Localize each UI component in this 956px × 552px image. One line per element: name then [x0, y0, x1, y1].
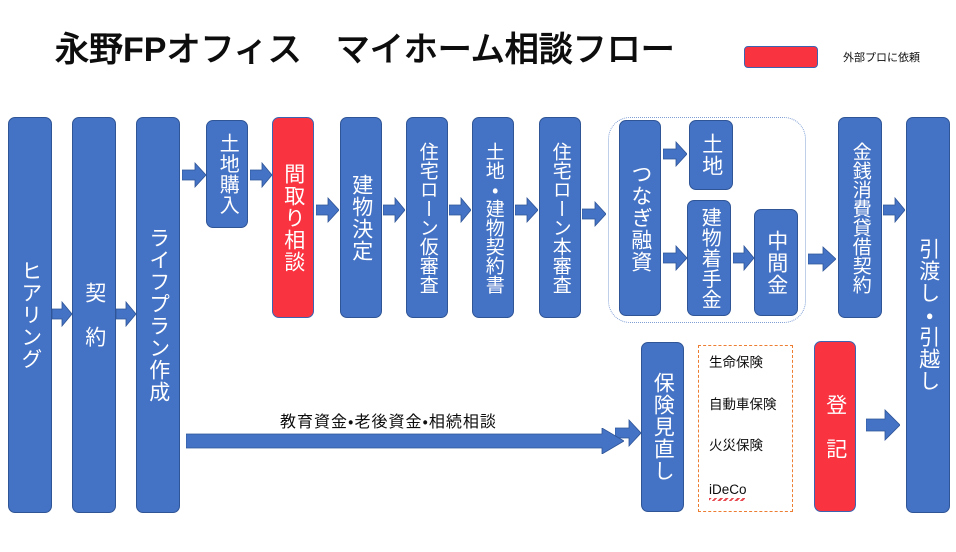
arrow-hearing-to-contract	[52, 300, 72, 328]
arrow-group-to-loan-agreement	[808, 245, 836, 273]
process-label-registration: 登 記	[823, 393, 847, 460]
arrow-loan-final-to-bridge-loan	[582, 200, 606, 228]
arrow-building-decision-to-loan-preapproval	[383, 196, 405, 224]
process-label-building-decision: 建物決定	[349, 173, 373, 262]
process-label-land-purchase: 土地購入	[216, 133, 239, 215]
consult-long-arrow	[185, 427, 625, 455]
process-box-bridge-loan[interactable]: つなぎ融資	[619, 120, 661, 316]
arrow-loan-preapproval-to-land-building-contract	[449, 196, 471, 224]
process-box-loan-final-approval[interactable]: 住宅ローン本審査	[539, 117, 581, 318]
arrow-registration-to-handover	[866, 408, 900, 442]
list-item: 生命保険	[709, 355, 763, 370]
list-item: 火災保険	[709, 438, 763, 453]
process-label-floorplan: 間取り相談	[281, 162, 305, 273]
process-label-loan-agreement: 金銭消費貸借契約	[849, 141, 871, 294]
process-label-land: 土地	[699, 133, 723, 177]
process-box-building-deposit[interactable]: 建物着手金	[687, 200, 731, 316]
arrow-bridge-loan-to-building-deposit	[663, 245, 687, 271]
process-box-insurance-review[interactable]: 保険見直し	[641, 342, 684, 512]
bridge-loan-group-outline	[608, 117, 806, 323]
arrow-building-deposit-to-interim	[733, 245, 754, 271]
process-box-loan-agreement[interactable]: 金銭消費貸借契約	[838, 117, 882, 318]
arrow-land-building-contract-to-loan-final	[515, 196, 538, 224]
process-label-contract: 契 約	[82, 282, 106, 348]
process-label-loan-preapproval: 住宅ローン仮審査	[416, 141, 438, 294]
list-item: 自動車保険	[709, 396, 777, 412]
process-box-land-building-contract[interactable]: 土地・建物契約書	[472, 117, 514, 318]
process-label-building-deposit: 建物着手金	[698, 206, 721, 310]
process-label-handover: 引渡し・引越し	[916, 238, 940, 392]
legend-swatch-external	[744, 46, 818, 68]
process-label-loan-final-approval: 住宅ローン本審査	[549, 141, 571, 294]
arrow-bridge-loan-to-land	[663, 141, 687, 167]
arrow-contract-to-lifeplan	[116, 300, 136, 328]
arrow-land-purchase-to-floorplan	[250, 161, 272, 189]
page-title: 永野FPオフィス マイホーム相談フロー	[55, 31, 675, 69]
arrow-floorplan-to-building-decision	[316, 196, 339, 224]
process-label-bridge-loan: つなぎ融資	[628, 163, 652, 273]
legend-label-external: 外部プロに依頼	[843, 52, 920, 64]
process-box-land[interactable]: 土地	[689, 120, 733, 190]
process-box-registration[interactable]: 登 記	[814, 341, 856, 512]
process-box-contract[interactable]: 契 約	[72, 117, 116, 513]
process-box-land-purchase[interactable]: 土地購入	[206, 120, 248, 228]
process-box-hearing[interactable]: ヒアリング	[8, 117, 52, 513]
process-box-loan-preapproval[interactable]: 住宅ローン仮審査	[406, 117, 448, 318]
process-label-interim-payment: 中間金	[764, 229, 788, 296]
process-label-hearing: ヒアリング	[18, 260, 42, 370]
consult-arrow-label: 教育資金・老後資金・相続相談	[280, 414, 497, 431]
insurance-options-box: 生命保険 自動車保険 火災保険 iDeCo	[698, 345, 793, 512]
arrow-loan-agreement-to-handover	[883, 196, 905, 224]
process-box-floorplan[interactable]: 間取り相談	[272, 117, 314, 318]
process-label-lifeplan: ライフプラン作成	[146, 227, 170, 403]
process-box-handover[interactable]: 引渡し・引越し	[906, 117, 950, 513]
process-box-lifeplan[interactable]: ライフプラン作成	[136, 117, 180, 513]
arrow-lifeplan-to-land-purchase	[182, 161, 206, 189]
list-item: iDeCo	[709, 481, 747, 501]
process-box-interim-payment[interactable]: 中間金	[754, 209, 798, 316]
process-box-building-decision[interactable]: 建物決定	[340, 117, 382, 318]
process-label-land-building-contract: 土地・建物契約書	[482, 141, 504, 294]
process-label-insurance-review: 保険見直し	[651, 372, 675, 482]
